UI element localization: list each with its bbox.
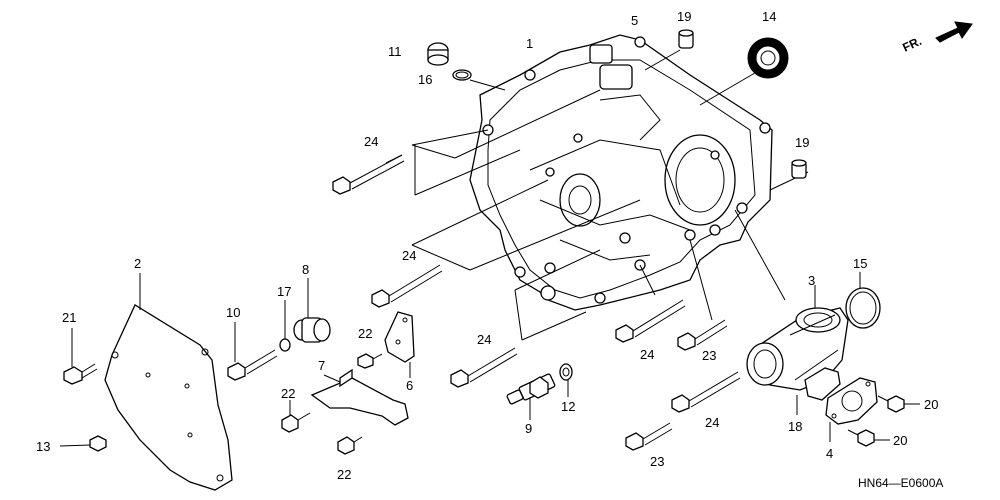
front-direction-marker: FR. [900,21,973,55]
callout-22: 22 [358,326,372,341]
callout-10: 10 [226,305,240,320]
callout-21: 21 [62,310,76,325]
rubber-mount [293,278,331,343]
filler-plug [427,42,472,81]
callout-24: 24 [402,248,416,263]
hex-bolt [227,322,278,381]
washer [279,300,291,352]
bracket [384,311,415,378]
flange-bolt [615,299,686,343]
flange-bolt [671,371,741,413]
callout-17: 17 [277,284,291,299]
callout-1: 1 [526,36,533,51]
sealing-washer [559,363,573,397]
hex-bolt [63,328,98,385]
oil-seal [747,37,789,79]
hex-bolt [877,395,920,413]
callout-6: 6 [406,378,413,393]
callout-5: 5 [631,13,638,28]
callout-20: 20 [924,397,938,412]
hex-bolt [847,429,890,447]
o-ring [845,272,881,329]
flange-plate [825,377,878,442]
bracket [310,368,409,426]
callout-2: 2 [134,256,141,271]
callout-15: 15 [853,256,867,271]
flange-bolt [677,319,728,351]
callout-12: 12 [561,399,575,414]
callout-20: 20 [893,433,907,448]
hex-bolt [281,400,311,433]
callout-9: 9 [525,421,532,436]
diagram-code: HN64—E0600A [858,476,943,490]
callout-labels: 1 2 3 4 5 6 7 8 9 10 11 12 13 14 15 16 1… [36,9,938,482]
flange-bolt [371,264,443,308]
callout-19: 19 [677,9,691,24]
callout-13: 13 [36,439,50,454]
dowel-pin [678,29,694,49]
dowel-pin [791,159,807,179]
gasket [796,367,841,415]
callout-22: 22 [281,386,295,401]
front-arrow-icon [935,21,973,43]
callout-4: 4 [826,446,833,461]
callout-16: 16 [418,72,432,87]
flange-bolt [332,154,405,195]
callout-8: 8 [302,262,309,277]
front-direction-label: FR. [900,34,923,55]
cover-plate [104,304,233,491]
crankcase-cover [469,34,773,311]
callout-24: 24 [364,134,378,149]
callout-14: 14 [762,9,776,24]
callout-3: 3 [808,273,815,288]
hex-bolt [357,353,383,369]
hex-bolt [337,436,363,455]
leader-lines [411,49,809,341]
callout-7: 7 [318,358,325,373]
callout-19: 19 [795,135,809,150]
callout-22: 22 [337,467,351,482]
callout-23: 23 [650,454,664,469]
callout-11: 11 [388,44,402,59]
flange-bolt [450,347,518,388]
callout-24: 24 [640,347,654,362]
callout-18: 18 [788,419,802,434]
hex-bolt [59,435,107,452]
flange-bolt [625,422,673,451]
callout-24: 24 [705,415,719,430]
callout-23: 23 [702,348,716,363]
callout-24: 24 [477,332,491,347]
sensor [506,373,556,420]
